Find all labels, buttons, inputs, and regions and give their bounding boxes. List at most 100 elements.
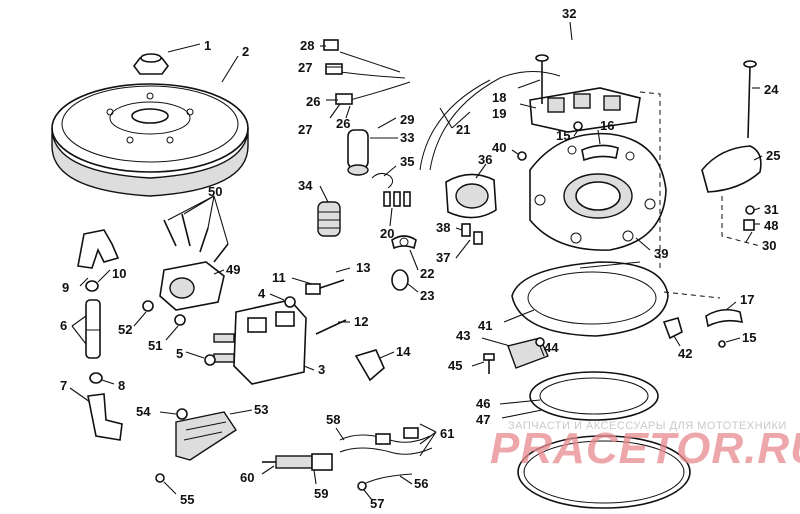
terminals-part [383, 191, 411, 207]
small-screw-part [483, 353, 495, 374]
callout-27a: 27 [298, 60, 312, 75]
callout-59: 59 [314, 486, 328, 501]
callout-29: 29 [400, 112, 414, 127]
callout-54: 54 [136, 404, 151, 419]
elbow-hose-part [77, 229, 120, 269]
callout-38: 38 [436, 220, 450, 235]
callout-26a: 26 [306, 94, 320, 109]
callout-25: 25 [766, 148, 780, 163]
callout-6: 6 [60, 318, 67, 333]
callout-20: 20 [380, 226, 394, 241]
bolt-part [305, 279, 345, 295]
callout-15a: 15 [556, 128, 570, 143]
ground-strap-part [175, 411, 237, 461]
callout-15b: 15 [742, 330, 756, 345]
callout-24: 24 [764, 82, 779, 97]
callout-40: 40 [492, 140, 506, 155]
callout-41: 41 [478, 318, 492, 333]
callout-50: 50 [208, 184, 222, 199]
cover-part [705, 308, 744, 328]
lower-elbow-part [87, 393, 123, 441]
callout-30: 30 [762, 238, 776, 253]
callout-16: 16 [600, 118, 614, 133]
callout-34: 34 [298, 178, 313, 193]
callout-43: 43 [456, 328, 470, 343]
callout-12: 12 [354, 314, 368, 329]
callout-58: 58 [326, 412, 340, 427]
retainer-part [701, 145, 762, 193]
callout-33: 33 [400, 130, 414, 145]
charge-coil-part [445, 173, 497, 219]
sensor-part [581, 144, 619, 162]
ignition-coil-part [213, 299, 307, 385]
callout-35: 35 [400, 154, 414, 169]
callout-45: 45 [448, 358, 462, 373]
spring-boot-part [317, 201, 341, 237]
callout-11: 11 [272, 270, 286, 285]
large-ring-part [517, 435, 691, 509]
callout-37: 37 [436, 250, 450, 265]
callout-18: 18 [492, 90, 506, 105]
lead-wire-part [339, 427, 433, 455]
retainer-ring-part [529, 371, 659, 421]
callout-28: 28 [300, 38, 314, 53]
screws-part [163, 213, 229, 263]
watermark-brand: PRACETOR.RU [490, 424, 800, 473]
straight-hose-part [85, 299, 101, 359]
callout-2: 2 [242, 44, 249, 59]
pin-part [662, 317, 683, 340]
callout-3: 3 [318, 362, 325, 377]
callout-7: 7 [60, 378, 67, 393]
armature-plate-part [511, 261, 669, 337]
callout-10: 10 [112, 266, 126, 281]
screw-part [535, 54, 549, 104]
callout-1: 1 [204, 38, 211, 53]
callout-52: 52 [118, 322, 132, 337]
boot-part [347, 129, 369, 176]
callout-22: 22 [420, 266, 434, 281]
spring-clip-part [85, 280, 99, 292]
callout-17: 17 [740, 292, 754, 307]
callout-5: 5 [176, 346, 183, 361]
spark-plug-part [262, 453, 333, 471]
callout-39: 39 [654, 246, 668, 261]
callout-51: 51 [148, 338, 162, 353]
callout-13: 13 [356, 260, 370, 275]
callout-46: 46 [476, 396, 490, 411]
callout-53: 53 [254, 402, 268, 417]
bracket-part [159, 261, 225, 311]
callout-23: 23 [420, 288, 434, 303]
flywheel-nut-part [133, 53, 169, 75]
callout-42: 42 [678, 346, 692, 361]
callout-44: 44 [544, 340, 559, 355]
callout-19: 19 [492, 106, 506, 121]
long-bolt-part [743, 60, 757, 139]
callout-14: 14 [396, 344, 411, 359]
grommet-part [391, 269, 409, 291]
small-clip-part [89, 372, 103, 384]
clamp-part [391, 235, 417, 250]
callout-31: 31 [764, 202, 778, 217]
callout-47: 47 [476, 412, 490, 427]
callout-8: 8 [118, 378, 125, 393]
callout-9: 9 [62, 280, 69, 295]
callout-61: 61 [440, 426, 454, 441]
callout-48: 48 [764, 218, 778, 233]
callout-56: 56 [414, 476, 428, 491]
callout-4: 4 [258, 286, 266, 301]
stator-plate-part [529, 132, 667, 251]
callout-27b: 27 [298, 122, 312, 137]
flywheel-part [51, 83, 249, 197]
callout-55: 55 [180, 492, 194, 507]
callout-36: 36 [478, 152, 492, 167]
wire-clip-part [354, 349, 385, 382]
callout-labels: 1 2 3 4 5 6 7 8 9 10 11 12 13 14 15 15 1… [60, 6, 780, 511]
callout-60: 60 [240, 470, 254, 485]
callout-21: 21 [456, 122, 470, 137]
callout-32: 32 [562, 6, 576, 21]
watermark-caption: ЗАПЧАСТИ И АКСЕССУАРЫ ДЛЯ МОТОТЕХНИКИ [508, 420, 787, 432]
callout-26b: 26 [336, 116, 350, 131]
timer-base-part [529, 87, 641, 133]
ground-wire-part [357, 473, 413, 491]
